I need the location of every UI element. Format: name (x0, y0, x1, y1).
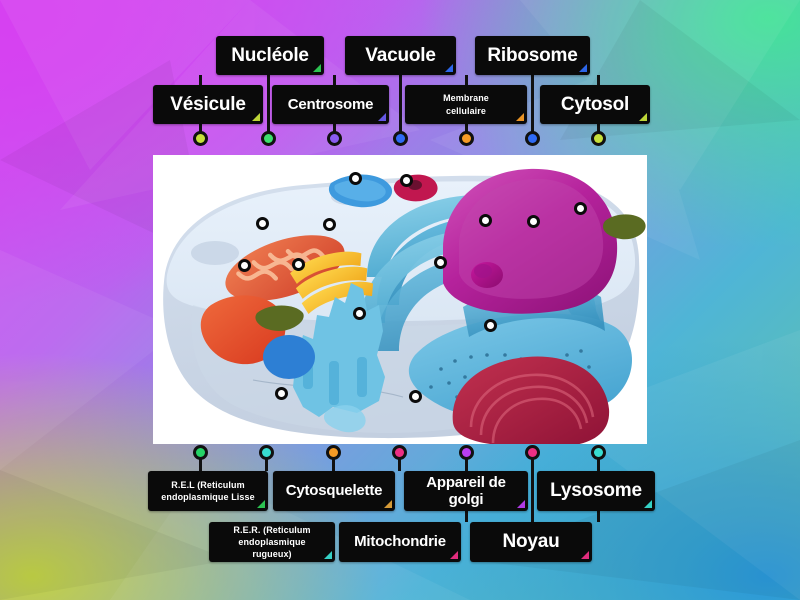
hotspot-marker-13[interactable] (275, 387, 288, 400)
hotspot-marker-12[interactable] (484, 319, 497, 332)
resize-grip-icon[interactable] (257, 500, 265, 508)
resize-grip-icon[interactable] (579, 64, 587, 72)
label-box-nucleole[interactable]: Nucléole (216, 36, 324, 75)
resize-grip-icon[interactable] (516, 113, 524, 121)
connector-dot-core (396, 134, 405, 143)
label-box-lysosome[interactable]: Lysosome (537, 471, 655, 511)
label-text-cytosol: Cytosol (560, 93, 630, 115)
diagram-image-frame (153, 155, 647, 444)
connector-dot-vesicule[interactable] (393, 131, 408, 146)
connector-dot-core (594, 448, 603, 457)
label-text-rel: R.E.L (Reticulum endoplasmique Lisse (161, 479, 255, 502)
connector-dot-nucleole[interactable] (193, 131, 208, 146)
hotspot-marker-1[interactable] (349, 172, 362, 185)
connector-line-rel (199, 455, 202, 471)
connector-dot-rer[interactable] (459, 445, 474, 460)
resize-grip-icon[interactable] (252, 113, 260, 121)
connector-line-cytosquelette (265, 455, 268, 471)
hotspot-marker-10[interactable] (434, 256, 447, 269)
connector-dot-appareil-de-golgi[interactable] (326, 445, 341, 460)
connector-line-mitochondrie (531, 455, 534, 522)
label-box-cytosquelette[interactable]: Cytosquelette (273, 471, 395, 511)
connector-dot-membrane-cellulaire[interactable] (525, 131, 540, 146)
label-text-appareil-de-golgi: Appareil de golgi (426, 473, 506, 508)
connector-dot-core (196, 448, 205, 457)
connector-dot-lysosome[interactable] (392, 445, 407, 460)
label-box-rer[interactable]: R.E.R. (Reticulum endoplasmique rugueux) (209, 522, 335, 562)
connector-dot-core (462, 448, 471, 457)
label-text-rer: R.E.R. (Reticulum endoplasmique rugueux) (233, 524, 311, 560)
resize-grip-icon[interactable] (639, 113, 647, 121)
connector-dot-rel[interactable] (193, 445, 208, 460)
label-box-vesicule[interactable]: Vésicule (153, 85, 263, 124)
connector-dot-mitochondrie[interactable] (525, 445, 540, 460)
label-box-appareil-de-golgi[interactable]: Appareil de golgi (404, 471, 528, 511)
resize-grip-icon[interactable] (581, 551, 589, 559)
connector-dot-core (528, 448, 537, 457)
connector-dot-core (395, 448, 404, 457)
hotspot-marker-11[interactable] (353, 307, 366, 320)
label-text-lysosome: Lysosome (550, 480, 642, 502)
connector-dot-noyau[interactable] (591, 445, 606, 460)
connector-dot-core (196, 134, 205, 143)
resize-grip-icon[interactable] (324, 551, 332, 559)
connector-dot-cytosol[interactable] (591, 131, 606, 146)
connector-line-vesicule (399, 75, 402, 138)
label-text-mitochondrie: Mitochondrie (354, 533, 446, 551)
resize-grip-icon[interactable] (445, 64, 453, 72)
label-box-mitochondrie[interactable]: Mitochondrie (339, 522, 461, 562)
connector-dot-core (329, 448, 338, 457)
hotspot-marker-2[interactable] (400, 174, 413, 187)
hotspot-marker-3[interactable] (256, 217, 269, 230)
label-box-vacuole[interactable]: Vacuole (345, 36, 456, 75)
connector-dot-cytosquelette[interactable] (259, 445, 274, 460)
label-text-ribosome: Ribosome (487, 44, 578, 66)
hotspot-marker-8[interactable] (238, 259, 251, 272)
label-box-rel[interactable]: R.E.L (Reticulum endoplasmique Lisse (148, 471, 268, 511)
hotspot-marker-9[interactable] (292, 258, 305, 271)
label-text-cytosquelette: Cytosquelette (285, 482, 383, 500)
label-box-membrane-cellulaire[interactable]: Membrane cellulaire (405, 85, 527, 124)
resize-grip-icon[interactable] (384, 500, 392, 508)
connector-dot-centrosome[interactable] (459, 131, 474, 146)
connector-dot-core (264, 134, 273, 143)
label-box-noyau[interactable]: Noyau (470, 522, 592, 562)
resize-grip-icon[interactable] (450, 551, 458, 559)
label-text-noyau: Noyau (502, 531, 560, 553)
connector-dot-vacuole[interactable] (261, 131, 276, 146)
connector-dot-core (528, 134, 537, 143)
connector-dot-core (462, 134, 471, 143)
hotspot-marker-14[interactable] (409, 390, 422, 403)
connector-dot-ribosome[interactable] (327, 131, 342, 146)
label-text-centrosome: Centrosome (287, 95, 374, 113)
hotspot-marker-7[interactable] (574, 202, 587, 215)
label-text-vacuole: Vacuole (365, 44, 436, 66)
resize-grip-icon[interactable] (644, 500, 652, 508)
connector-line-vacuole (267, 75, 270, 138)
animal-cell-illustration (163, 168, 646, 444)
label-box-ribosome[interactable]: Ribosome (475, 36, 590, 75)
connector-dot-core (330, 134, 339, 143)
label-box-cytosol[interactable]: Cytosol (540, 85, 650, 124)
resize-grip-icon[interactable] (313, 64, 321, 72)
resize-grip-icon[interactable] (378, 113, 386, 121)
connector-line-membrane-cellulaire (531, 75, 534, 138)
label-box-centrosome[interactable]: Centrosome (272, 85, 389, 124)
connector-line-appareil-de-golgi (332, 455, 335, 471)
hotspot-marker-6[interactable] (527, 215, 540, 228)
resize-grip-icon[interactable] (517, 500, 525, 508)
label-text-nucleole: Nucléole (231, 44, 309, 66)
label-text-membrane-cellulaire: Membrane cellulaire (443, 93, 489, 116)
connector-dot-core (262, 448, 271, 457)
connector-line-lysosome (398, 455, 401, 471)
connector-dot-core (594, 134, 603, 143)
hotspot-marker-4[interactable] (323, 218, 336, 231)
label-text-vesicule: Vésicule (170, 93, 246, 115)
hotspot-marker-5[interactable] (479, 214, 492, 227)
